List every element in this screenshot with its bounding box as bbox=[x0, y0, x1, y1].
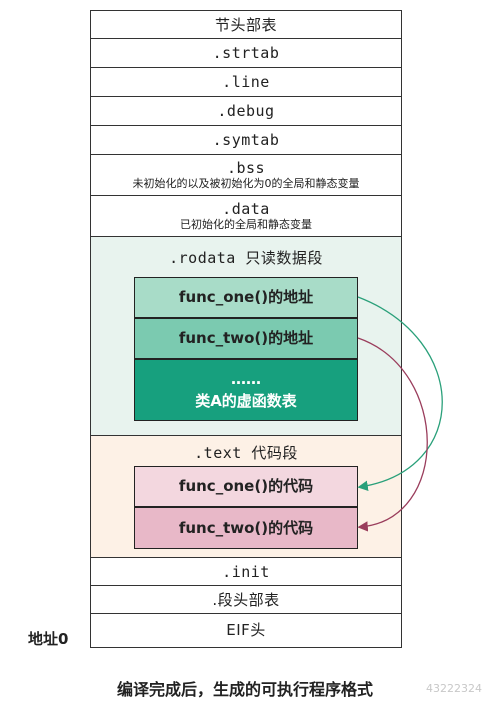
section-line: .line bbox=[90, 68, 402, 97]
section-label: .text 代码段 bbox=[194, 444, 298, 462]
box-label: 类A的虚函数表 bbox=[195, 392, 297, 410]
box-func-two-code: func_two()的代码 bbox=[134, 507, 358, 549]
section-label: .strtab bbox=[212, 44, 280, 62]
box-label: func_two()的地址 bbox=[178, 329, 314, 347]
section-note: 已初始化的全局和静态变量 bbox=[180, 218, 312, 231]
section-symtab: .symtab bbox=[90, 126, 402, 155]
box-label: func_one()的地址 bbox=[178, 288, 314, 306]
section-label: .symtab bbox=[212, 131, 280, 149]
section-label: .data bbox=[222, 200, 270, 218]
section-label: .rodata 只读数据段 bbox=[169, 249, 323, 267]
section-header-table: 节头部表 bbox=[90, 10, 402, 39]
section-elf-header: EIF头 bbox=[90, 614, 402, 648]
section-label: .init bbox=[222, 563, 270, 581]
section-strtab: .strtab bbox=[90, 39, 402, 68]
box-ellipsis: …… bbox=[231, 370, 261, 388]
section-label: 节头部表 bbox=[214, 16, 277, 34]
section-debug: .debug bbox=[90, 97, 402, 126]
section-label: .bss bbox=[226, 159, 266, 177]
section-note: 未初始化的以及被初始化为0的全局和静态变量 bbox=[132, 177, 360, 190]
section-data: .data 已初始化的全局和静态变量 bbox=[90, 196, 402, 237]
section-label: EIF头 bbox=[226, 621, 266, 639]
watermark: 43222324 bbox=[426, 682, 482, 695]
box-label: func_two()的代码 bbox=[178, 519, 314, 537]
section-init: .init bbox=[90, 558, 402, 586]
box-func-one-code: func_one()的代码 bbox=[134, 466, 358, 507]
figure-caption: 编译完成后，生成的可执行程序格式 bbox=[116, 680, 373, 699]
section-label: .debug bbox=[217, 102, 275, 120]
box-func-two-address: func_two()的地址 bbox=[134, 318, 358, 359]
section-label: .line bbox=[222, 73, 270, 91]
section-label: .段头部表 bbox=[212, 591, 280, 609]
box-vtable-class-a: …… 类A的虚函数表 bbox=[134, 359, 358, 421]
section-bss: .bss 未初始化的以及被初始化为0的全局和静态变量 bbox=[90, 155, 402, 196]
box-func-one-address: func_one()的地址 bbox=[134, 277, 358, 318]
box-label: func_one()的代码 bbox=[178, 477, 314, 495]
section-program-header: .段头部表 bbox=[90, 586, 402, 614]
address-zero-label: 地址0 bbox=[28, 630, 69, 648]
